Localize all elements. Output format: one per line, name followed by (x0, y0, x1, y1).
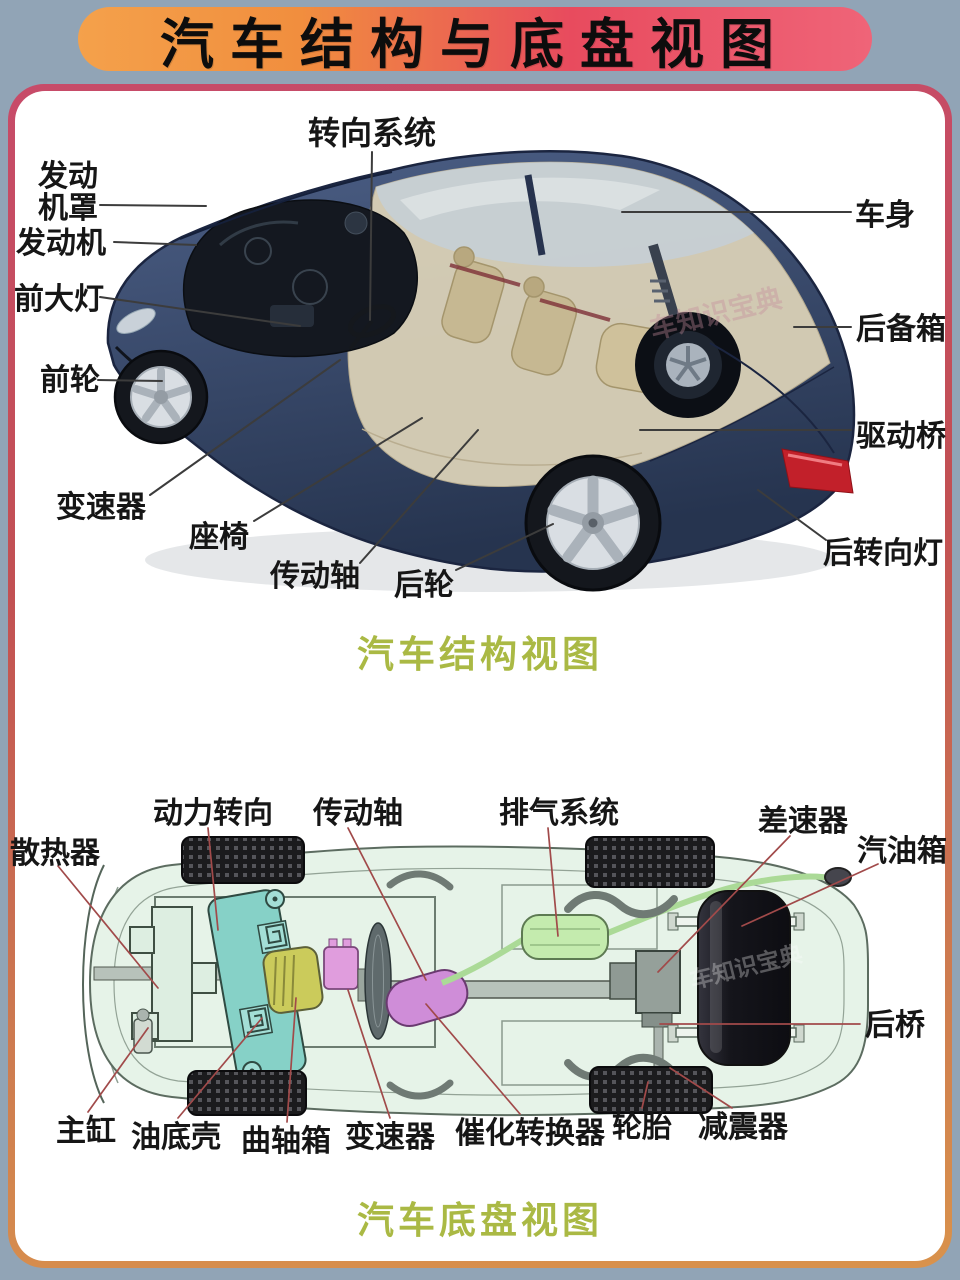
chassis-diagram-art (82, 836, 869, 1117)
label-engine: 发动机 (16, 227, 106, 260)
structure-diagram-art (106, 150, 856, 592)
label-oil-pan: 油底壳 (131, 1121, 221, 1154)
label-radiator: 散热器 (10, 837, 100, 870)
label-drive-shaft: 传动轴 (270, 560, 360, 593)
structure-caption: 汽车结构视图 (357, 634, 603, 675)
label-front-wheel: 前轮 (40, 364, 100, 397)
label-seat: 座椅 (189, 521, 249, 554)
label-master-cylinder: 主缸 (56, 1115, 116, 1148)
label-shock-absorber: 减震器 (698, 1111, 788, 1144)
label-tire: 轮胎 (612, 1111, 672, 1144)
label-chassis-transmission: 变速器 (345, 1121, 435, 1154)
label-exhaust-system: 排气系统 (499, 797, 619, 830)
label-body: 车身 (855, 199, 915, 232)
label-trunk: 后备箱 (856, 313, 946, 346)
label-headlight: 前大灯 (14, 283, 104, 316)
title-banner: 汽车结构与底盘视图 (78, 7, 872, 75)
label-drive-axle: 驱动桥 (856, 420, 946, 453)
label-rear-wheel: 后轮 (394, 569, 454, 602)
label-differential: 差速器 (758, 805, 848, 838)
label-catalytic-converter: 催化转换器 (455, 1117, 605, 1150)
page-title: 汽车结构与底盘视图 (160, 14, 790, 75)
label-crankcase: 曲轴箱 (241, 1125, 331, 1158)
label-rear-turn-signal: 后转向灯 (823, 537, 943, 570)
label-rear-axle: 后桥 (865, 1009, 925, 1042)
label-steering-system: 转向系统 (308, 115, 437, 151)
label-hood: 发动 机罩 (38, 160, 98, 226)
label-power-steering: 动力转向 (153, 797, 273, 830)
label-chassis-drive-shaft: 传动轴 (313, 797, 403, 830)
chassis-caption: 汽车底盘视图 (357, 1200, 603, 1241)
label-transmission: 变速器 (56, 491, 146, 524)
label-fuel-tank: 汽油箱 (857, 835, 947, 868)
